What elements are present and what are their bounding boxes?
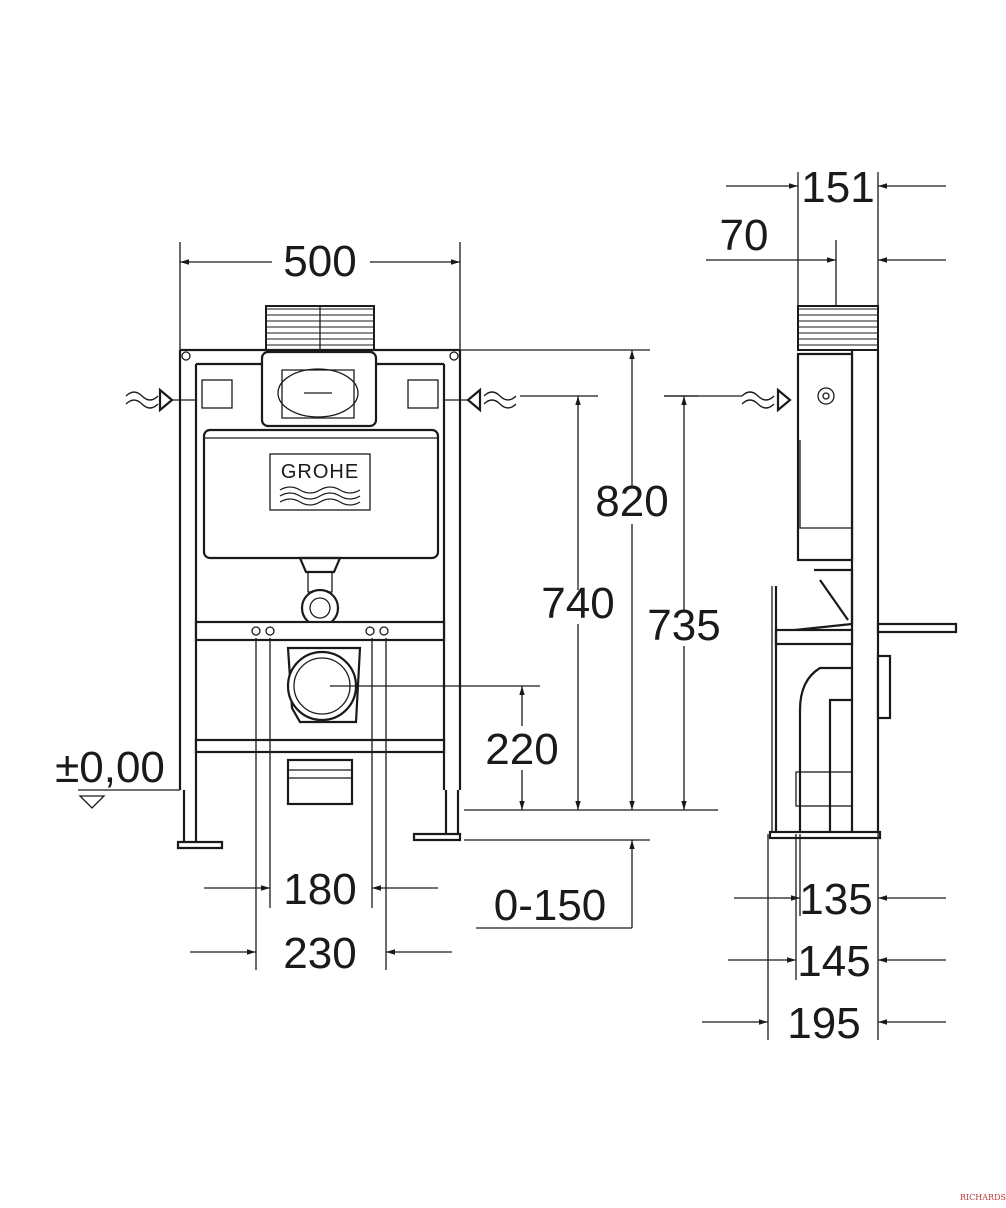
brand-label: GROHE [281, 461, 359, 483]
floor-reference: ±0,00 [55, 743, 165, 792]
frame-legs [182, 790, 460, 842]
dim-width-180: 180 [283, 865, 356, 914]
flush-panel-side [797, 305, 879, 351]
right-foot [412, 832, 462, 842]
watermark: RICHARDSON [960, 1193, 1006, 1202]
brand-box [269, 453, 371, 511]
front-dimensions: 500 820 740 735 220 0-150 ±0,00 [55, 237, 721, 978]
dim-adjust-0-150: 0-150 [494, 881, 607, 930]
dim-height-740: 740 [541, 579, 614, 628]
dim-height-735: 735 [647, 601, 720, 650]
dim-depth-151: 151 [801, 163, 874, 212]
dim-height-820: 820 [595, 477, 668, 526]
dim-depth-195: 195 [787, 999, 860, 1048]
front-crossbar [194, 620, 446, 642]
dim-depth-135: 135 [799, 875, 872, 924]
dim-offset-70: 70 [720, 211, 769, 260]
dim-height-220: 220 [485, 725, 558, 774]
side-view [664, 305, 958, 840]
left-foot [176, 840, 224, 850]
cistern [202, 428, 440, 560]
dim-width-500: 500 [283, 237, 356, 286]
side-inlet-valve [817, 387, 835, 405]
side-dimensions: 151 70 135 145 195 [702, 163, 946, 1048]
dim-depth-145: 145 [797, 937, 870, 986]
drain-bend-side [798, 666, 852, 834]
flush-pipe-outlet [300, 588, 340, 628]
front-view: GROHE [125, 305, 517, 850]
cistern-side [796, 352, 854, 562]
side-foot [768, 830, 882, 840]
dim-width-230: 230 [283, 929, 356, 978]
